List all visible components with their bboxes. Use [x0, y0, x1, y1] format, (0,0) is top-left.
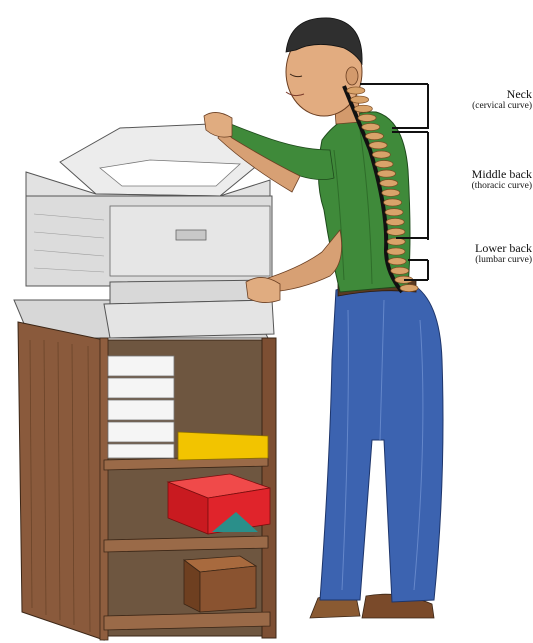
- vertebra: [380, 180, 398, 187]
- yellow-paper: [178, 432, 268, 460]
- vertebra: [354, 105, 372, 112]
- label-middle-back: Middle back (thoracic curve): [428, 168, 532, 192]
- vertebra: [365, 133, 383, 140]
- vertebra: [347, 87, 365, 94]
- label-neck-subtitle: (cervical curve): [428, 102, 532, 112]
- label-lower-back: Lower back (lumbar curve): [428, 242, 532, 266]
- vertebra: [369, 142, 387, 149]
- lower-hand: [246, 277, 280, 302]
- jeans: [320, 284, 443, 602]
- label-middle-back-subtitle: (thoracic curve): [428, 182, 532, 192]
- vertebra: [351, 96, 369, 103]
- label-neck: Neck (cervical curve): [428, 88, 532, 112]
- vertebra: [388, 258, 406, 265]
- vertebra: [382, 189, 400, 196]
- vertebra: [391, 267, 409, 274]
- label-lower-back-subtitle: (lumbar curve): [428, 256, 532, 266]
- vertebra: [384, 199, 402, 206]
- vertebra: [358, 114, 376, 121]
- vertebra: [387, 248, 405, 255]
- label-neck-title: Neck: [428, 88, 532, 100]
- vertebra: [387, 228, 405, 235]
- vertebra: [375, 160, 393, 167]
- vertebra: [377, 170, 395, 177]
- cabinet: [14, 300, 276, 640]
- vertebra: [400, 284, 418, 291]
- vertebra: [362, 123, 380, 130]
- vertebra: [387, 238, 405, 245]
- label-middle-back-title: Middle back: [428, 168, 532, 180]
- brown-box: [184, 556, 256, 612]
- vertebra: [372, 151, 390, 158]
- label-lower-back-title: Lower back: [428, 242, 532, 254]
- vertebra: [385, 209, 403, 216]
- vertebra: [386, 218, 404, 225]
